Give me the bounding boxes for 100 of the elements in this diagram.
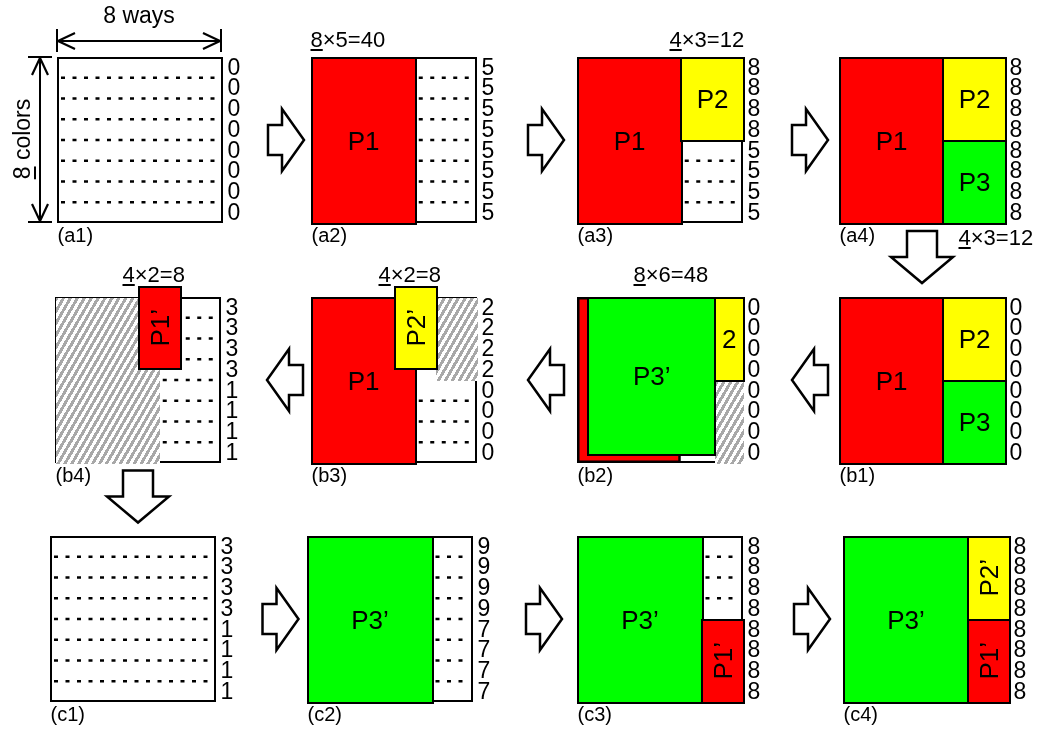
color-count: 8 xyxy=(1009,160,1023,181)
partition-block xyxy=(587,296,716,456)
color-count: 8 xyxy=(747,660,761,681)
color-count: 5 xyxy=(481,118,495,140)
color-count: 3 xyxy=(220,535,234,557)
color-count: 8 xyxy=(1009,77,1023,98)
color-count: 0 xyxy=(747,441,761,463)
panel-caption: (c2) xyxy=(307,702,342,725)
color-count: 2 xyxy=(481,358,495,380)
color-count: 8 xyxy=(1013,618,1027,640)
color-count: 5 xyxy=(481,160,495,181)
partition-block xyxy=(842,535,970,704)
color-count: 8 xyxy=(747,680,761,702)
color-count: 1 xyxy=(220,639,234,660)
color-count: 0 xyxy=(747,296,761,318)
color-count: 0 xyxy=(481,441,495,463)
color-count: 8 xyxy=(1009,118,1023,140)
color-count: 7 xyxy=(477,639,491,660)
partition-label: P2’ xyxy=(401,308,430,347)
color-count: 0 xyxy=(1009,358,1023,380)
partition-label: P2 xyxy=(696,85,729,114)
color-count: 0 xyxy=(481,421,495,442)
color-count: 5 xyxy=(481,181,495,202)
color-count: 8 xyxy=(747,618,761,640)
color-count: 8 xyxy=(1013,577,1027,598)
hatched-block xyxy=(714,380,744,464)
color-count: 7 xyxy=(477,680,491,702)
color-count: 1 xyxy=(225,441,239,463)
panel-caption: (b2) xyxy=(577,463,614,486)
block-arrow xyxy=(524,584,564,654)
block-arrow xyxy=(790,105,830,175)
partition-block xyxy=(942,139,1007,225)
color-count: 9 xyxy=(477,556,491,577)
color-count: 9 xyxy=(477,535,491,557)
panel-caption: (a2) xyxy=(311,223,348,246)
color-count: 0 xyxy=(1009,317,1023,338)
block-arrow xyxy=(265,345,305,415)
color-count: 1 xyxy=(225,421,239,442)
size-formula: 4×2=8 xyxy=(378,262,441,287)
partition-label: P3’ xyxy=(621,605,659,634)
color-count: 1 xyxy=(220,660,234,681)
color-count: 8 xyxy=(1013,597,1027,619)
partition-block xyxy=(393,285,438,370)
partition-block xyxy=(838,56,945,225)
color-count: 0 xyxy=(227,139,241,161)
color-count: 8 xyxy=(1013,556,1027,577)
panel-caption: (b3) xyxy=(311,463,348,486)
partition-block xyxy=(137,285,182,370)
color-count: 0 xyxy=(747,338,761,359)
block-arrow xyxy=(887,229,957,285)
color-count: 8 xyxy=(747,56,761,78)
color-count: 0 xyxy=(227,181,241,202)
partition-block xyxy=(967,535,1011,621)
color-count: 1 xyxy=(220,680,234,702)
color-count: 3 xyxy=(220,556,234,577)
panel-caption: (a3) xyxy=(577,223,614,246)
color-count: 0 xyxy=(227,118,241,140)
color-count: 8 xyxy=(747,597,761,619)
partition-block xyxy=(310,56,417,225)
color-count: 3 xyxy=(225,296,239,318)
color-count: 3 xyxy=(225,358,239,380)
color-count: 8 xyxy=(1013,535,1027,557)
color-count: 5 xyxy=(481,201,495,223)
partition-block xyxy=(680,56,745,142)
color-count: 8 xyxy=(1013,639,1027,660)
partition-label: P1 xyxy=(613,126,646,155)
block-arrow xyxy=(792,584,832,654)
color-count: 5 xyxy=(481,139,495,161)
partition-label: P3’ xyxy=(632,362,671,391)
color-count: 8 xyxy=(1009,56,1023,78)
partition-label: P1 xyxy=(875,126,908,155)
panel-caption: (a1) xyxy=(57,223,94,246)
color-count: 0 xyxy=(1009,441,1023,463)
block-arrow xyxy=(790,345,830,415)
color-count: 0 xyxy=(1009,296,1023,318)
partition-block xyxy=(576,56,683,225)
color-count: 0 xyxy=(227,56,241,78)
color-count: 5 xyxy=(747,201,761,223)
color-count: 0 xyxy=(1009,400,1023,421)
color-count: 1 xyxy=(220,618,234,640)
color-count: 8 xyxy=(747,556,761,577)
color-count: 8 xyxy=(1009,139,1023,161)
size-formula: 8×5=40 xyxy=(310,27,386,52)
partition-label: 2 xyxy=(721,325,737,354)
panel-caption: (c1) xyxy=(50,702,85,725)
color-count: 0 xyxy=(1009,379,1023,401)
size-formula: 4×3=12 xyxy=(669,27,745,52)
panel-caption: (b4) xyxy=(55,463,92,486)
partition-block xyxy=(942,296,1007,382)
partition-block xyxy=(942,56,1007,142)
color-count: 2 xyxy=(481,317,495,338)
panel-caption: (c4) xyxy=(843,702,878,725)
partition-label: P1 xyxy=(347,366,380,395)
color-count: 9 xyxy=(477,597,491,619)
color-count: 8 xyxy=(1009,181,1023,202)
partition-label: P2 xyxy=(958,325,991,354)
partition-block xyxy=(942,379,1007,465)
partition-block xyxy=(306,535,434,704)
color-count: 3 xyxy=(225,317,239,338)
color-count: 0 xyxy=(227,77,241,98)
